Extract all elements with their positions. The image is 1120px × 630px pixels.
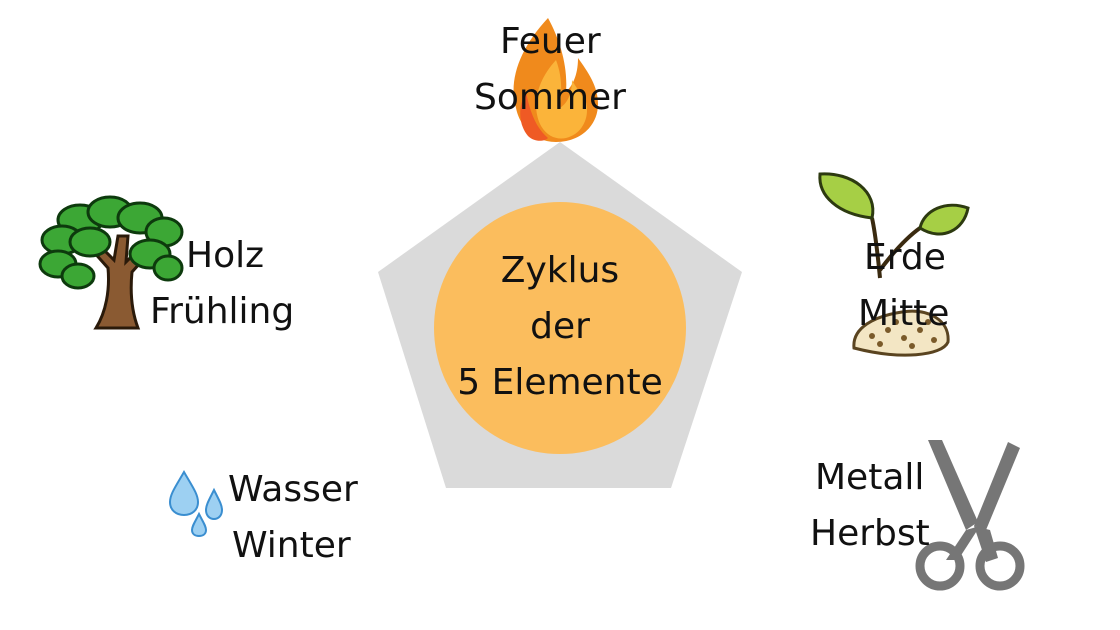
wasser-label: Wasser	[228, 469, 358, 510]
mitte-label: Mitte	[858, 293, 950, 334]
herbst-label: Herbst	[810, 513, 930, 554]
center-title: Zyklus der 5 Elemente	[434, 243, 686, 411]
water-drops-icon	[168, 469, 224, 538]
tree-icon	[38, 195, 184, 330]
seedling-icon	[818, 172, 970, 357]
feuer-label: Feuer	[500, 21, 601, 62]
center-title-line-1: Zyklus	[500, 250, 620, 291]
scissors-icon	[915, 440, 1025, 591]
winter-label: Winter	[232, 525, 351, 566]
center-circle	[434, 202, 686, 454]
center-title-line-2: der	[530, 306, 590, 347]
sommer-label: Sommer	[474, 77, 626, 118]
metall-label: Metall	[815, 457, 925, 498]
fruehling-label: Frühling	[150, 291, 295, 332]
flame-icon	[513, 18, 598, 142]
erde-label: Erde	[864, 237, 946, 278]
center-title-line-3: 5 Elemente	[457, 362, 663, 403]
holz-label: Holz	[186, 235, 264, 276]
